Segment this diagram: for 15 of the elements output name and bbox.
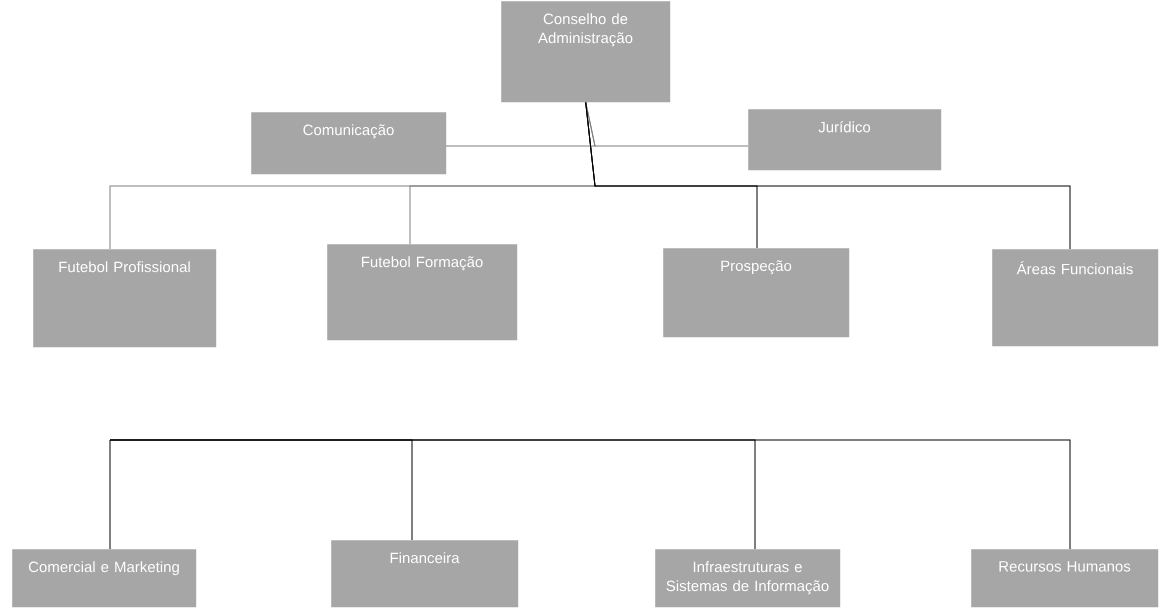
org-box: Áreas Funcionais [992, 249, 1159, 347]
org-box: Prospeção [663, 248, 850, 338]
connector-line [585, 101, 1071, 250]
org-box: Futebol Profissional [33, 249, 217, 348]
org-box: Conselho de Administração [501, 1, 671, 103]
org-box: Futebol Formação [327, 244, 518, 341]
org-box: Jurídico [748, 109, 942, 171]
connector-line [109, 439, 111, 550]
org-box: Infraestruturas e Sistemas de Informação [655, 549, 841, 608]
org-box: Recursos Humanos [971, 549, 1159, 608]
connector-line [109, 439, 1071, 550]
org-box: Comercial e Marketing [12, 549, 197, 608]
connector-line [585, 101, 749, 147]
org-box: Financeira [331, 540, 519, 608]
org-box: Comunicação [251, 112, 447, 175]
